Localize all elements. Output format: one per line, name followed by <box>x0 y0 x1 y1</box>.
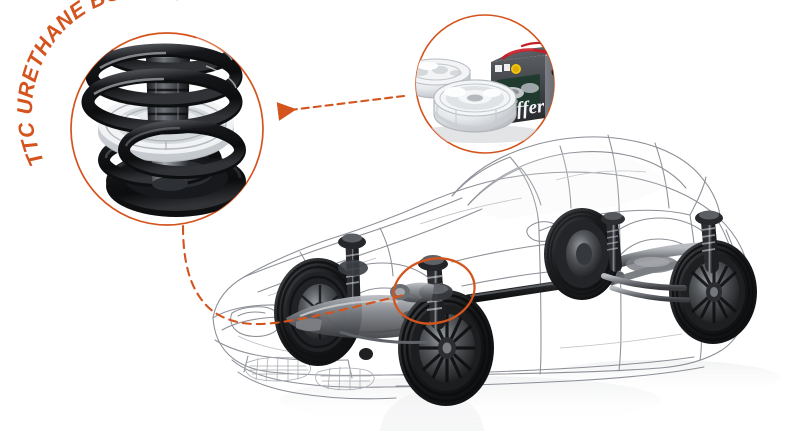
buffer-cutaway-assembly <box>81 33 246 217</box>
retaining-ring <box>118 120 246 179</box>
box-product-window <box>497 74 540 111</box>
rubber-bellows-dust-boot <box>146 58 190 124</box>
anti-roll-bar <box>339 330 429 344</box>
brake-caliper <box>296 318 322 332</box>
car-reflection <box>280 360 780 431</box>
coil-spring-lower-coils <box>98 132 222 187</box>
arrow-product-to-detail <box>276 94 406 121</box>
hub-bearing <box>359 348 373 360</box>
front-left-wheel-assembly <box>274 258 362 366</box>
steering-knuckle <box>390 282 434 303</box>
front-suspension-buffer-highlight <box>392 257 476 325</box>
clear-urethane-buffer-ring <box>98 94 234 162</box>
front-strut-left <box>338 233 368 307</box>
shock-absorber-rod <box>152 119 188 191</box>
car-body-detail-lines <box>237 170 683 354</box>
svg-text:Urethane: Urethane <box>498 98 519 106</box>
rear-subframe-crossmember <box>594 242 706 286</box>
coil-spring-upper-coils <box>81 33 243 135</box>
svg-text:Buffer: Buffer <box>491 96 546 123</box>
urethane-buffer-piece-left <box>416 58 471 99</box>
front-right-wheel-assembly <box>398 290 494 406</box>
urethane-buffer-piece-front <box>433 79 517 133</box>
car-body-wireframe <box>212 134 751 400</box>
rear-strut-left <box>601 212 625 272</box>
box-label <box>495 65 502 72</box>
box-brand-script <box>501 41 554 60</box>
product-shadow <box>416 125 546 143</box>
rear-left-wheel-assembly <box>544 208 620 300</box>
leader-detail-to-car-suspension <box>181 224 406 326</box>
rear-control-arms <box>601 273 691 303</box>
retail-box: Buffer Urethane <box>491 41 554 126</box>
lower-control-arm <box>286 294 440 339</box>
lower-spring-seat <box>106 150 246 217</box>
page-title: TTC URETHANE BUFFER <box>13 0 184 170</box>
front-strut-right <box>418 255 453 330</box>
detail-circle-outline <box>70 32 264 226</box>
box-product-script: Buffer Urethane <box>491 96 546 123</box>
rear-right-wheel-assembly <box>669 240 757 344</box>
driveshaft <box>463 271 625 304</box>
car-glass <box>470 152 670 220</box>
box-badge <box>511 64 521 74</box>
rear-strut-right <box>695 210 723 273</box>
product-circle-outline <box>415 14 555 154</box>
